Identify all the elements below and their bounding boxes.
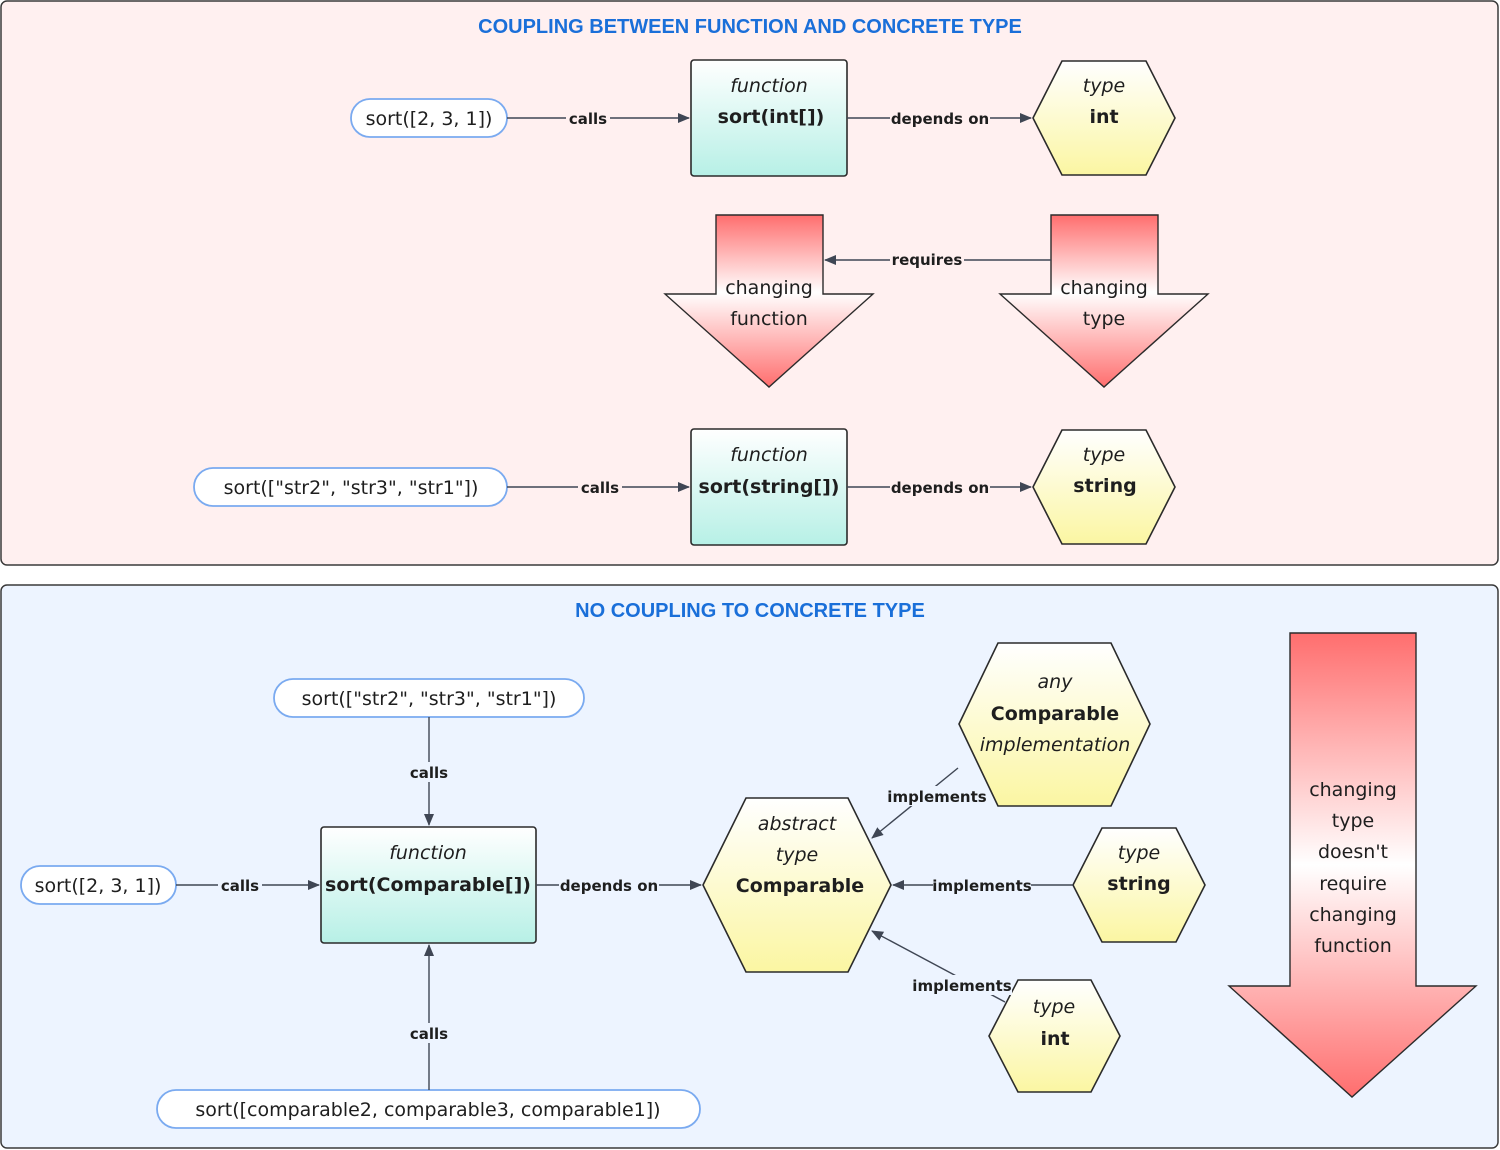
top-panel-title: COUPLING BETWEEN FUNCTION AND CONCRETE T…: [478, 16, 1022, 38]
impl-string-node: [1072, 827, 1206, 943]
type-int-kind: type: [1083, 75, 1125, 97]
impl-int-name: int: [1040, 1028, 1069, 1050]
any-comparable-node: [958, 642, 1151, 807]
edge-calls-top-label: calls: [410, 764, 448, 782]
changing-type-line2: type: [1083, 308, 1125, 330]
impl-string-name: string: [1107, 873, 1170, 895]
big-arrow-line3: doesn't: [1318, 841, 1388, 863]
any-comparable-line1: any: [1038, 671, 1074, 693]
any-comparable-name: Comparable: [991, 703, 1119, 725]
changing-function-line2: function: [730, 308, 808, 330]
big-arrow-line1: changing: [1309, 779, 1397, 801]
changing-function-arrow: [663, 214, 875, 388]
type-int-name: int: [1089, 106, 1118, 128]
func-comparable-kind: function: [389, 842, 467, 864]
type-string-kind: type: [1083, 444, 1125, 466]
call-ints-label: sort([2, 3, 1]): [35, 875, 162, 897]
abstract-comparable-node: [702, 797, 892, 973]
edge-implements-int-label: implements: [912, 977, 1011, 995]
edge-depends-int-label: depends on: [891, 110, 989, 128]
big-arrow-line5: changing: [1309, 904, 1397, 926]
bottom-panel-title: NO COUPLING TO CONCRETE TYPE: [575, 600, 925, 622]
edge-calls-string-label: calls: [581, 479, 619, 497]
big-arrow-line2: type: [1332, 810, 1374, 832]
type-int-node: [1032, 60, 1176, 176]
type-string-name: string: [1073, 475, 1136, 497]
abstract-name: Comparable: [736, 875, 864, 897]
abstract-line2: type: [776, 844, 818, 866]
edge-implements-string-label: implements: [932, 877, 1031, 895]
func-int-name: sort(int[]): [718, 106, 825, 128]
edge-implements-any-label: implements: [887, 788, 986, 806]
any-comparable-line3: implementation: [980, 734, 1131, 756]
changing-type-line1: changing: [1060, 277, 1148, 299]
edge-calls-int-label: calls: [569, 110, 607, 128]
edge-calls-bottom-label: calls: [410, 1025, 448, 1043]
func-int-kind: function: [730, 75, 808, 97]
big-arrow-line6: function: [1314, 935, 1392, 957]
edge-depends-abstract-label: depends on: [560, 877, 658, 895]
impl-int-node: [988, 979, 1121, 1093]
edge-depends-string-label: depends on: [891, 479, 989, 497]
impl-string-kind: type: [1118, 842, 1160, 864]
big-arrow-line4: require: [1319, 873, 1387, 895]
call-strings-label: sort(["str2", "str3", "str1"]): [302, 688, 557, 710]
changing-function-line1: changing: [725, 277, 813, 299]
changing-type-arrow: [998, 214, 1210, 388]
type-string-node: [1032, 429, 1176, 545]
func-comparable-name: sort(Comparable[]): [325, 874, 531, 896]
call-int-label: sort([2, 3, 1]): [366, 108, 493, 130]
edge-calls-left-label: calls: [221, 877, 259, 895]
call-string-label: sort(["str2", "str3", "str1"]): [224, 477, 479, 499]
edge-requires-label: requires: [892, 251, 963, 269]
no-change-required-arrow: [1227, 632, 1478, 1098]
call-comparables-label: sort([comparable2, comparable3, comparab…: [195, 1099, 660, 1121]
func-string-name: sort(string[]): [699, 476, 840, 498]
abstract-line1: abstract: [758, 813, 838, 835]
impl-int-kind: type: [1033, 996, 1075, 1018]
func-string-kind: function: [730, 444, 808, 466]
